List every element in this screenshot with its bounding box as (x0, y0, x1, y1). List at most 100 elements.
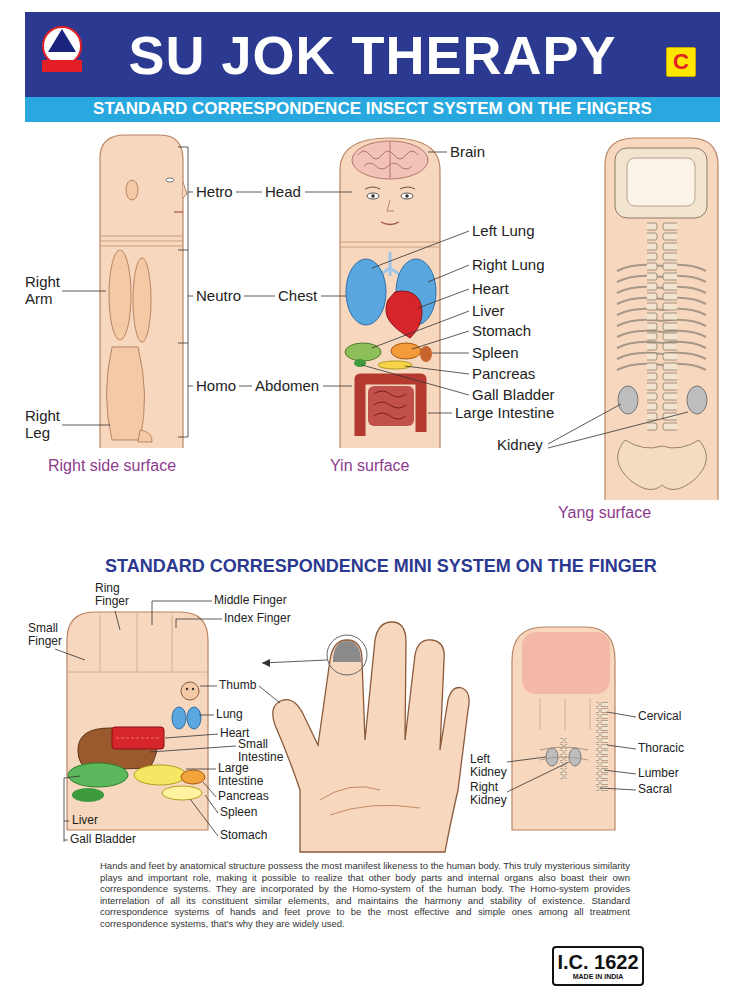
illustration-shape (62, 291, 110, 425)
part-label: Yang surface (558, 504, 651, 522)
illustration-shape (112, 727, 164, 749)
illustration-shape (333, 641, 361, 662)
illustration-shape (134, 765, 186, 785)
part-label: Gall Bladder (70, 833, 136, 846)
part-label: Stomach (220, 829, 267, 842)
part-label: Spleen (220, 806, 257, 819)
part-label: Small Finger (28, 622, 66, 648)
illustration-shape (67, 612, 208, 830)
illustration-shape (371, 194, 375, 198)
illustration-shape (362, 152, 469, 413)
part-label: Lung (216, 708, 243, 721)
illustration-shape (172, 707, 186, 729)
illustration-shape (522, 632, 610, 694)
illustration-shape (162, 786, 202, 800)
part-label: Liver (472, 303, 505, 320)
part-label: Abdomen (255, 378, 319, 395)
illustration-shape (187, 707, 201, 729)
illustration-shape (116, 738, 160, 739)
illustration-shape (605, 138, 718, 500)
part-label: Large Intestine (218, 762, 273, 788)
illustration-shape (618, 440, 707, 489)
part-label: Middle Finger (214, 594, 287, 607)
part-label: Thoracic (638, 742, 684, 755)
illustration-shape (327, 635, 367, 675)
part-label: Left Lung (472, 223, 535, 240)
illustration-shape (548, 404, 688, 448)
part-label: Sacral (638, 783, 672, 796)
illustration-shape (42, 60, 82, 72)
illustration-shape (181, 770, 205, 784)
part-label: Ring Finger (95, 582, 135, 608)
illustration-shape (273, 622, 469, 852)
illustration-shape (181, 682, 199, 700)
illustration-shape (340, 242, 440, 247)
part-label: Brain (450, 144, 485, 161)
part-label: Pancreas (472, 366, 535, 383)
illustration-shape (68, 763, 128, 787)
part-label: Right Arm (25, 274, 70, 307)
illustration-shape (55, 601, 222, 660)
illustration-shape (605, 138, 718, 500)
illustration-shape (273, 622, 469, 852)
part-label: Homo (196, 378, 236, 395)
part-label: Right side surface (48, 457, 176, 475)
illustration-shape (133, 258, 151, 342)
illustration-shape (507, 712, 636, 792)
part-label: Right Leg (25, 408, 70, 441)
illustration-shape (381, 222, 399, 225)
illustration-shape (401, 193, 413, 199)
illustration-shape (138, 430, 152, 442)
illustration-shape (367, 193, 379, 199)
section-heading: STANDARD CORRESPONDENCE MINI SYSTEM ON T… (105, 557, 657, 577)
part-label: Liver (72, 814, 98, 827)
illustration-shape (605, 138, 718, 500)
part-label: Small Intestine (238, 738, 293, 764)
part-label: Kidney (497, 437, 543, 454)
illustration-shape (340, 138, 440, 448)
illustration-shape (618, 386, 638, 414)
part-label: Right Lung (472, 257, 545, 274)
page-title: SU JOK THERAPY (25, 26, 720, 84)
part-label: Gall Bladder (472, 387, 555, 404)
part-label: Spleen (472, 345, 519, 362)
part-label: Stomach (472, 323, 531, 340)
illustration-shape (340, 138, 440, 448)
illustration-shape (368, 386, 414, 426)
illustration-shape (340, 138, 440, 448)
part-label: Left Kidney (470, 753, 515, 779)
illustration-shape (352, 141, 428, 179)
illustration-shape (365, 187, 415, 189)
illustration-shape (615, 148, 707, 218)
illustration-shape (262, 660, 327, 663)
part-label: Yin surface (330, 457, 409, 475)
illustration-shape (420, 346, 432, 362)
illustration-shape (627, 158, 695, 206)
illustration-shape (126, 180, 138, 200)
illustration-shape (540, 698, 590, 730)
illustration-shape (109, 250, 131, 340)
illustration-shape (540, 747, 588, 760)
illustration-shape (512, 627, 615, 830)
illustration-shape (178, 147, 193, 437)
illustration-shape (174, 211, 183, 212)
illustration-shape (360, 379, 421, 436)
description-paragraph: Hands and feet by anatomical structure p… (100, 860, 630, 929)
node-text: I.C. 1622 (557, 951, 638, 973)
part-label: Pancreas (218, 790, 269, 803)
node-text: MADE IN INDIA (573, 973, 624, 981)
part-label: Large Intestine (455, 405, 554, 422)
part-label: Thumb (219, 679, 256, 692)
illustration-shape (55, 147, 688, 842)
illustration-shape (391, 343, 421, 359)
illustration-shape (72, 788, 104, 802)
part-label: Heart (472, 281, 509, 298)
illustration-shape (183, 182, 187, 198)
code-box: I.C. 1622MADE IN INDIA (552, 946, 644, 986)
node-text: STANDARD CORRESPONDENCE INSECT SYSTEM ON… (93, 100, 652, 119)
part-label: Cervical (638, 710, 681, 723)
illustration-shape (236, 192, 275, 386)
illustration-shape (67, 612, 208, 830)
illustration-shape (647, 222, 677, 432)
